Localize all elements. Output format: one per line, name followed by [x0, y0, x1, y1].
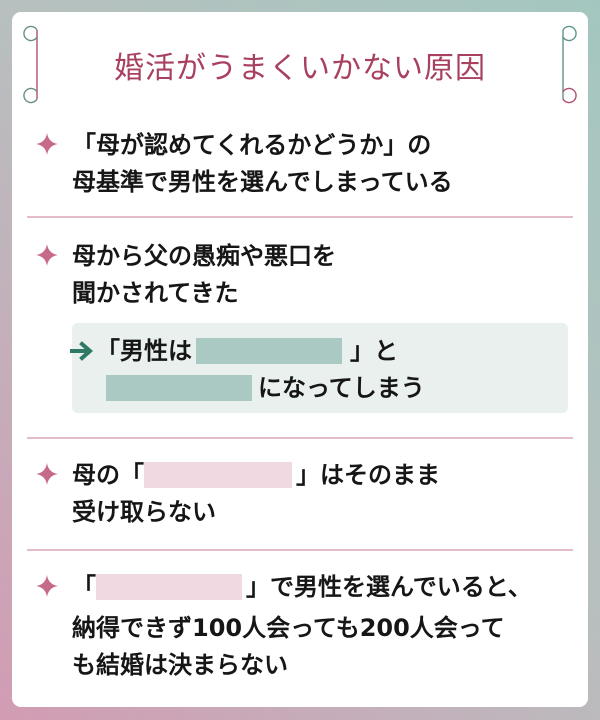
blank-field: [144, 462, 292, 488]
sparkle-star-icon: [36, 133, 58, 155]
section-3-line-2: 受け取らない: [72, 498, 216, 526]
divider: [27, 549, 573, 551]
section-2-line-1: 母から父の愚痴や悪口を: [72, 242, 336, 270]
section-4-line-2: 納得できず100人会っても200人会って: [72, 614, 505, 642]
section-2-line-2: 聞かされてきた: [72, 279, 239, 307]
divider: [27, 437, 573, 439]
divider: [27, 216, 573, 218]
blank-field: [196, 338, 342, 364]
callout-line-1: 「男性は 」と: [96, 333, 398, 369]
blank-field: [106, 375, 252, 401]
section-3-line-1: 母の「 」はそのまま: [72, 457, 440, 493]
section-1-line-1: 「母が認めてくれるかどうか」の: [72, 131, 432, 159]
section-4-line-3: も結婚は決まらない: [72, 651, 288, 679]
callout-line-2-suffix: になってしまう: [258, 374, 425, 402]
callout-line-1-suffix: 」と: [350, 337, 398, 365]
section-4-prefix: 「: [72, 573, 96, 601]
section-3-prefix: 母の「: [72, 461, 144, 489]
sparkle-star-icon: [36, 575, 58, 597]
section-4-suffix: 」で男性を選んでいると、: [246, 573, 532, 601]
right-arrow-icon: [70, 341, 94, 361]
callout-line-1-prefix: 「男性は: [96, 337, 192, 365]
page-title: 婚活がうまくいかない原因: [114, 51, 486, 86]
section-4-line-1: 「 」で男性を選んでいると、: [72, 569, 532, 605]
sparkle-star-icon: [36, 463, 58, 485]
blank-field: [96, 574, 242, 600]
sparkle-star-icon: [36, 244, 58, 266]
section-1-line-2: 母基準で男性を選んでしまっている: [72, 168, 453, 196]
section-3-suffix: 」はそのまま: [296, 461, 440, 489]
callout-line-2: になってしまう: [106, 370, 425, 406]
